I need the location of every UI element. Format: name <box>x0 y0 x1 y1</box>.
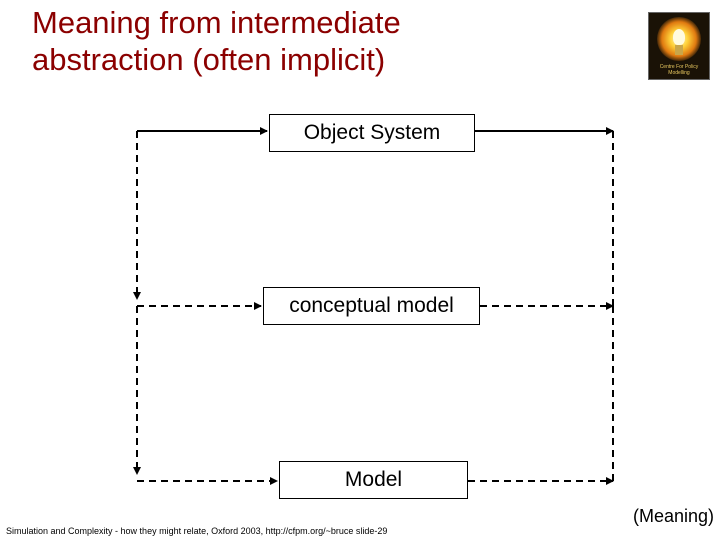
slide-title-line-2: abstraction (often implicit) <box>32 42 386 77</box>
conceptual-model-box: conceptual model <box>263 287 480 325</box>
model-box: Model <box>279 461 468 499</box>
lightbulb-base <box>675 45 683 55</box>
meaning-label: (Meaning) <box>632 506 714 526</box>
object-system-box: Object System <box>269 114 475 152</box>
slide-title-line-1: Meaning from intermediate <box>32 5 401 40</box>
cfpm-logo: Centre For Policy Modelling <box>648 12 710 80</box>
logo-caption: Centre For Policy Modelling <box>659 64 699 76</box>
lightbulb-icon <box>673 29 685 45</box>
slide-title: Meaning from intermediate abstraction (o… <box>32 4 401 78</box>
slide-footer: Simulation and Complexity - how they mig… <box>6 526 388 536</box>
